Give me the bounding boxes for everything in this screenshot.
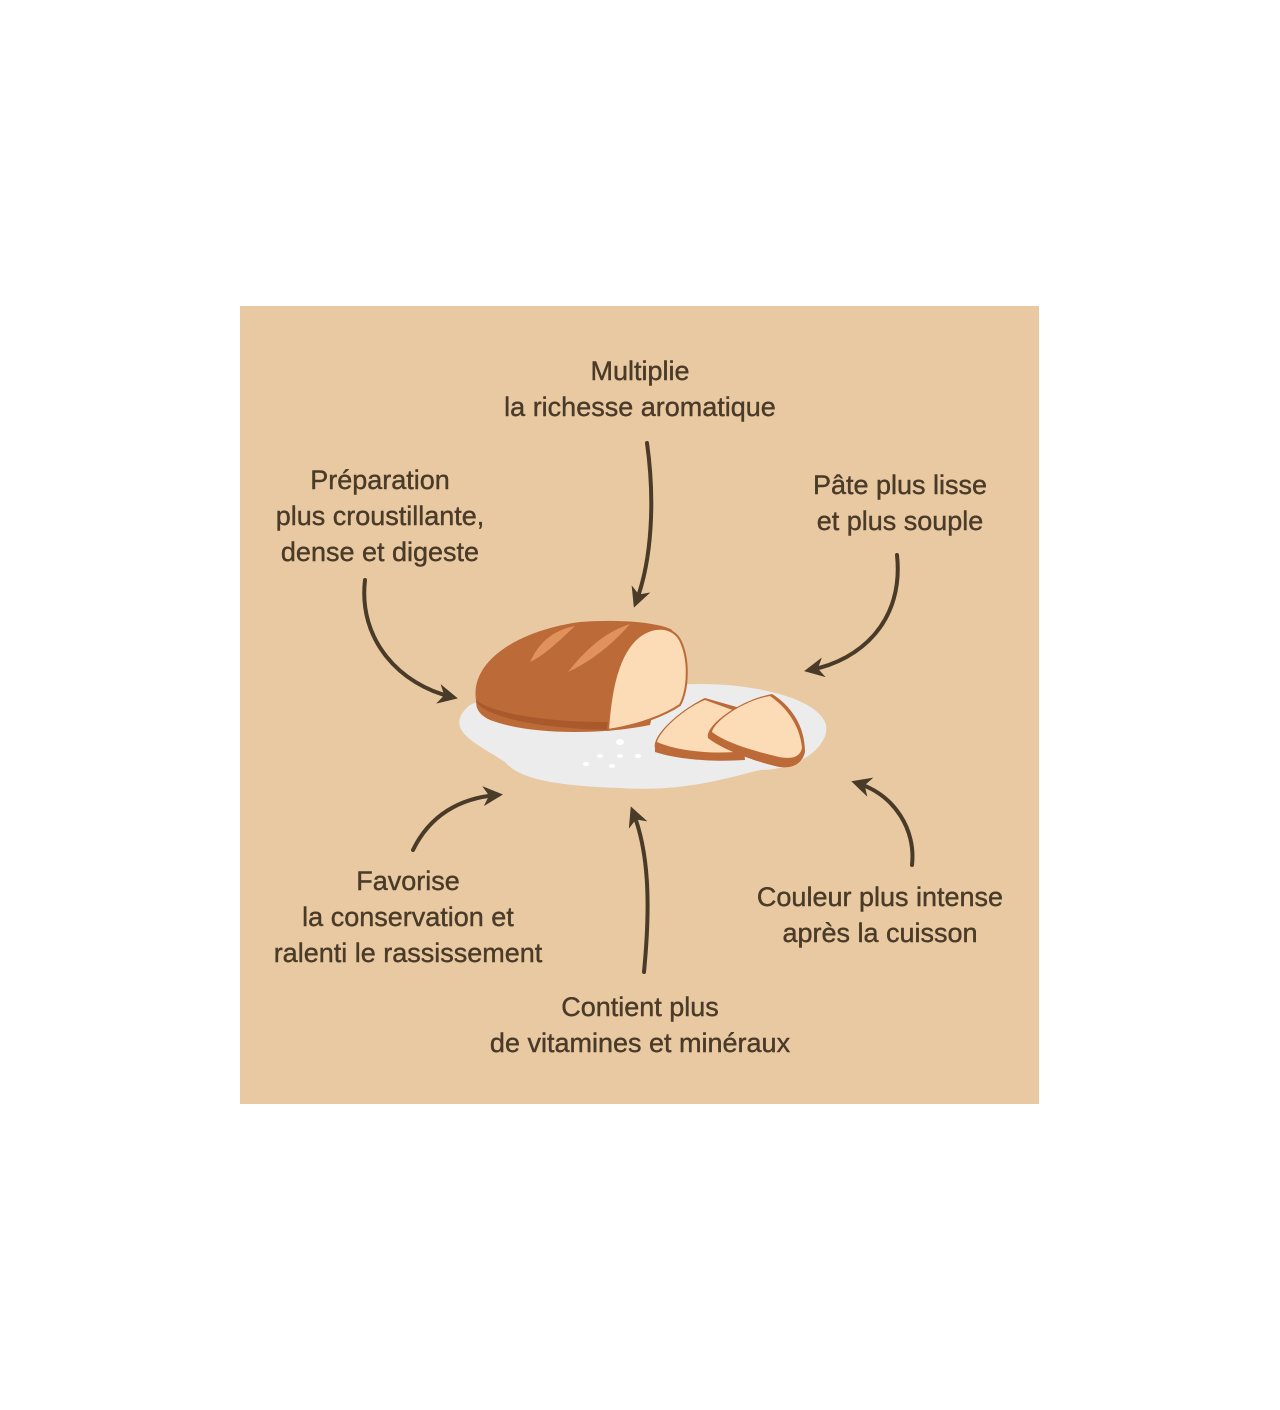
label-line: Pâte plus lisse [812, 470, 988, 500]
arrow-dough [804, 553, 900, 678]
arrow-color [851, 777, 915, 867]
label-line: Contient plus [561, 992, 719, 1022]
label-aroma: Multiplie la richesse aromatique [504, 353, 776, 425]
label-line: la richesse aromatique [504, 392, 776, 422]
arrow-nutrients [628, 806, 650, 974]
label-line: et plus souple [816, 506, 984, 536]
label-line: Préparation [310, 465, 450, 495]
label-line: ralenti le rassissement [273, 938, 543, 968]
label-nutrients: Contient plus de vitamines et minéraux [489, 989, 791, 1061]
label-dough: Pâte plus lisse et plus souple [813, 467, 987, 539]
bread-loaf [475, 620, 688, 732]
label-line: après la cuisson [782, 918, 978, 948]
label-color: Couleur plus intense après la cuisson [756, 879, 1004, 951]
arrow-aroma [631, 441, 654, 608]
label-line: Multiplie [590, 356, 690, 386]
label-line: dense et digeste [280, 537, 480, 567]
label-line: de vitamines et minéraux [489, 1028, 791, 1058]
label-line: la conservation et [302, 902, 514, 932]
arrow-texture [362, 578, 458, 704]
bread-slices [654, 694, 805, 768]
label-line: plus croustillante, [275, 501, 485, 531]
label-line: Couleur plus intense [756, 882, 1004, 912]
label-conservation: Favorise la conservation et ralenti le r… [273, 863, 543, 971]
label-texture: Préparation plus croustillante, dense et… [275, 462, 485, 570]
flour-dots [583, 739, 641, 768]
arrow-conservation [411, 786, 503, 852]
label-line: Favorise [356, 866, 460, 896]
